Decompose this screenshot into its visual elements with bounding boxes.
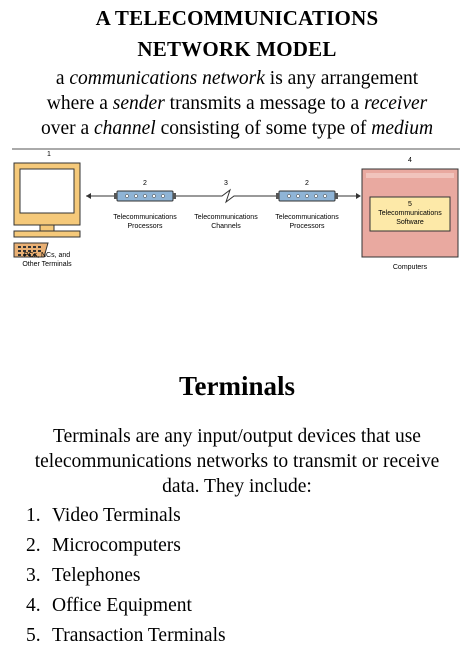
intro-text: where a [46,93,113,114]
intro-emphasis: sender [112,93,165,114]
intro-line-2: where a sender transmits a message to a … [0,92,474,116]
terminals-description-line-3: data. They include: [162,476,312,497]
computer-icon [361,168,459,258]
software-label-line-1: Telecommunications [378,210,442,217]
list-item-number: 1. [26,505,41,526]
processors-label-line-2: Processors [127,223,163,230]
pc-terminal-icon [13,162,81,258]
list-item-number: 5. [26,625,41,646]
intro-text: transmits a message to a [164,93,365,114]
list-item: 3. Telephones [26,563,141,589]
intro-text: is any arrangement [264,68,419,89]
label-num-1: 1 [47,151,51,158]
intro-line-3: over a channel consisting of some type o… [0,117,474,141]
list-item-label: Video Terminals [52,505,181,526]
list-item-number: 4. [26,595,41,616]
intro-emphasis: medium [371,118,434,139]
processors-label-line-1: Telecommunications [275,214,339,221]
list-item-number: 3. [26,565,41,586]
network-model-diagram: 1 PCs, NCs, and Other Terminals 2 Teleco… [12,148,460,271]
terminals-label-line-1: PCs, NCs, and [24,252,70,259]
section-heading-terminals: Terminals [178,371,295,401]
terminals-description-line-1: Terminals are any input/output devices t… [53,426,421,447]
channels-label-line-2: Channels [211,223,241,230]
arrow-right-icon [356,193,361,199]
intro-text: a [55,68,70,89]
list-item: 1. Video Terminals [26,503,181,529]
intro-emphasis: communications network [69,68,265,89]
label-num-3: 3 [224,180,228,187]
label-num-2a: 2 [143,180,147,187]
list-item: 2. Microcomputers [26,533,181,559]
channels-label-line-1: Telecommunications [194,214,258,221]
label-num-4: 4 [408,157,412,164]
list-item-label: Microcomputers [52,535,181,556]
terminals-label-line-2: Other Terminals [22,261,72,268]
channel-line [176,188,276,204]
processors-label-line-1: Telecommunications [113,214,177,221]
label-num-2b: 2 [305,180,309,187]
processors-label-line-2: Processors [289,223,325,230]
computers-label: Computers [393,264,428,271]
label-num-5: 5 [408,201,412,208]
list-item-label: Office Equipment [52,595,192,616]
intro-emphasis: receiver [364,93,428,114]
processor-icon [114,190,176,202]
intro-emphasis: channel [94,118,156,139]
list-item-label: Telephones [52,565,141,586]
arrow-left-icon [86,193,91,199]
list-item-label: Transaction Terminals [52,625,226,646]
processor-icon [276,190,338,202]
slide-title-line-1: A TELECOMMUNICATIONS [95,6,379,30]
terminals-description-line-2: telecommunications networks to transmit … [34,451,440,472]
list-item: 4. Office Equipment [26,593,192,619]
intro-line-1: a communications network is any arrangem… [0,67,474,91]
intro-text: over a [40,118,94,139]
list-item-number: 2. [26,535,41,556]
software-label-line-2: Software [396,219,424,226]
list-item: 5. Transaction Terminals [26,623,226,649]
slide-title-line-2: NETWORK MODEL [137,37,337,61]
intro-text: consisting of some type of [155,118,372,139]
